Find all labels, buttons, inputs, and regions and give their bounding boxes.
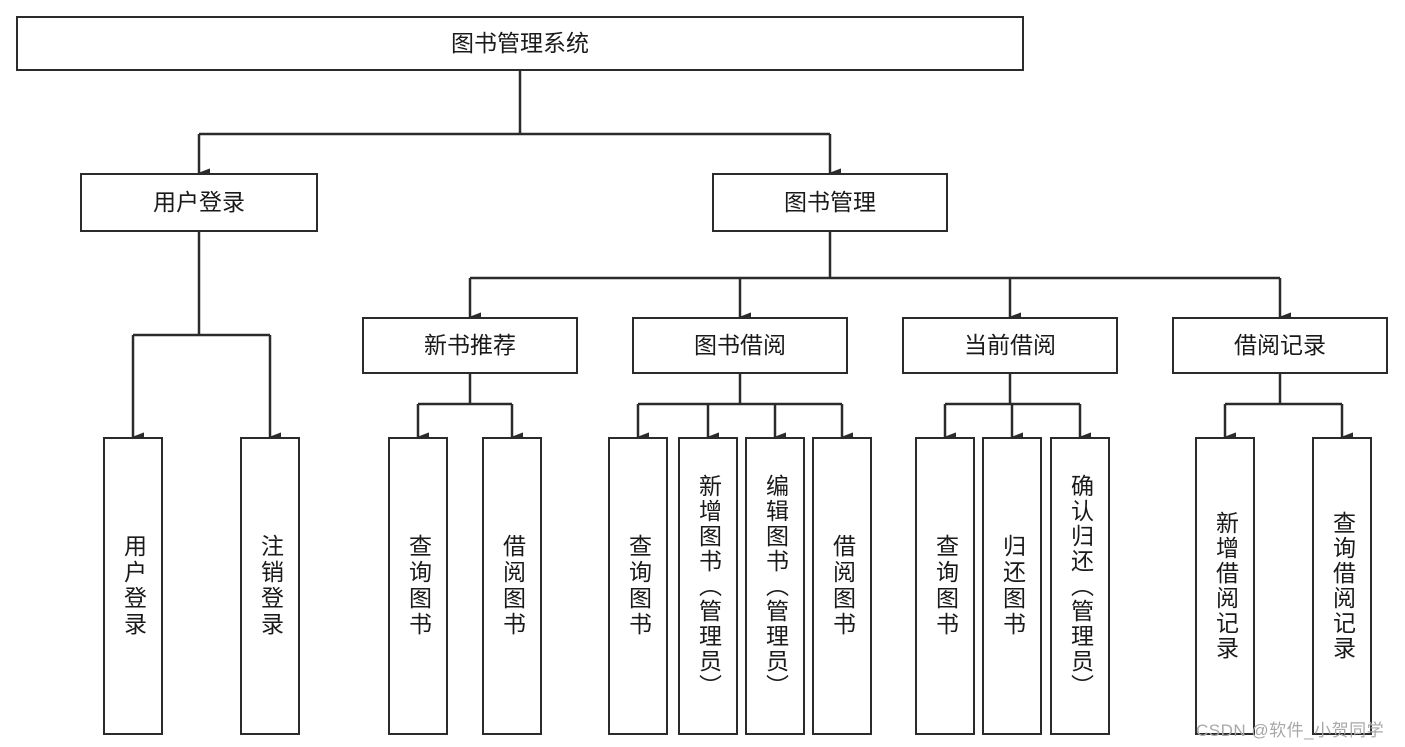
node-label: 新书推荐 <box>424 332 516 359</box>
node-label: 图书管理系统 <box>451 30 589 57</box>
node-label: 新增借阅记录 <box>1212 511 1239 661</box>
connector-lines <box>131 71 1353 442</box>
node-user-login[interactable]: 用户登录 <box>80 173 318 232</box>
node-label: 借阅图书 <box>499 534 526 638</box>
node-leaf-user-logout[interactable]: 注销登录 <box>240 437 300 735</box>
node-leaf-query-record[interactable]: 查询借阅记录 <box>1312 437 1372 735</box>
node-leaf-return-book[interactable]: 归还图书 <box>982 437 1042 735</box>
node-leaf-borrow-book-2[interactable]: 借阅图书 <box>812 437 872 735</box>
node-root[interactable]: 图书管理系统 <box>16 16 1024 71</box>
node-label: 用户登录 <box>153 189 245 216</box>
node-label: 用户登录 <box>120 534 147 638</box>
node-current-borrow[interactable]: 当前借阅 <box>902 317 1118 374</box>
node-label: 借阅记录 <box>1234 332 1326 359</box>
node-label: 新增图书（管理员） <box>695 473 722 699</box>
node-label: 图书管理 <box>784 189 876 216</box>
node-leaf-query-book-3[interactable]: 查询图书 <box>915 437 975 735</box>
node-label: 编辑图书（管理员） <box>762 473 789 699</box>
node-leaf-confirm-return[interactable]: 确认归还（管理员） <box>1050 437 1110 735</box>
node-label: 查询图书 <box>405 534 432 638</box>
node-label: 查询图书 <box>625 534 652 638</box>
node-label: 确认归还（管理员） <box>1067 473 1094 699</box>
node-leaf-add-record[interactable]: 新增借阅记录 <box>1195 437 1255 735</box>
node-leaf-user-login[interactable]: 用户登录 <box>103 437 163 735</box>
node-label: 图书借阅 <box>694 332 786 359</box>
node-label: 查询图书 <box>932 534 959 638</box>
node-book-manage[interactable]: 图书管理 <box>712 173 948 232</box>
node-book-borrow[interactable]: 图书借阅 <box>632 317 848 374</box>
node-borrow-record[interactable]: 借阅记录 <box>1172 317 1388 374</box>
node-leaf-query-book-2[interactable]: 查询图书 <box>608 437 668 735</box>
node-label: 归还图书 <box>999 534 1026 638</box>
node-label: 注销登录 <box>257 534 284 638</box>
node-leaf-edit-book[interactable]: 编辑图书（管理员） <box>745 437 805 735</box>
node-label: 查询借阅记录 <box>1329 511 1356 661</box>
node-new-book-rec[interactable]: 新书推荐 <box>362 317 578 374</box>
node-label: 当前借阅 <box>964 332 1056 359</box>
watermark: CSDN @软件_小贺同学 <box>1196 721 1385 740</box>
node-label: 借阅图书 <box>829 534 856 638</box>
node-leaf-borrow-book-1[interactable]: 借阅图书 <box>482 437 542 735</box>
node-leaf-add-book[interactable]: 新增图书（管理员） <box>678 437 738 735</box>
node-leaf-query-book-1[interactable]: 查询图书 <box>388 437 448 735</box>
